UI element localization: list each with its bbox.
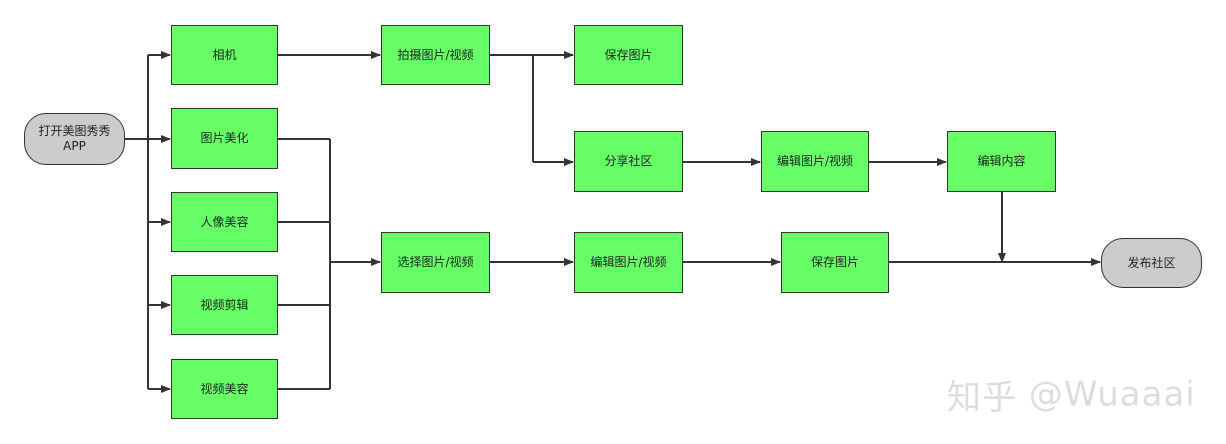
shoot-node: 拍摄图片/视频 bbox=[381, 25, 490, 85]
watermark-brand: 知乎 bbox=[947, 378, 1017, 418]
edit-top-node: 编辑图片/视频 bbox=[761, 131, 869, 192]
save-top-node: 保存图片 bbox=[574, 25, 683, 85]
publish-node: 发布社区 bbox=[1101, 238, 1202, 288]
watermark: 知乎 @Wuaaai bbox=[947, 370, 1196, 419]
select-node: 选择图片/视频 bbox=[381, 232, 490, 293]
portrait-node: 人像美容 bbox=[171, 192, 278, 252]
start-node: 打开美图秀秀 APP bbox=[24, 113, 125, 165]
camera-node: 相机 bbox=[171, 25, 278, 85]
watermark-handle: @Wuaaai bbox=[1028, 374, 1196, 415]
video-edit-node: 视频剪辑 bbox=[171, 275, 278, 335]
share-node: 分享社区 bbox=[574, 131, 683, 192]
save-mid-node: 保存图片 bbox=[781, 232, 889, 293]
edit-mid-node: 编辑图片/视频 bbox=[574, 232, 683, 293]
edit-content-node: 编辑内容 bbox=[947, 131, 1056, 192]
beautify-node: 图片美化 bbox=[171, 108, 278, 169]
video-beauty-node: 视频美容 bbox=[171, 359, 278, 419]
